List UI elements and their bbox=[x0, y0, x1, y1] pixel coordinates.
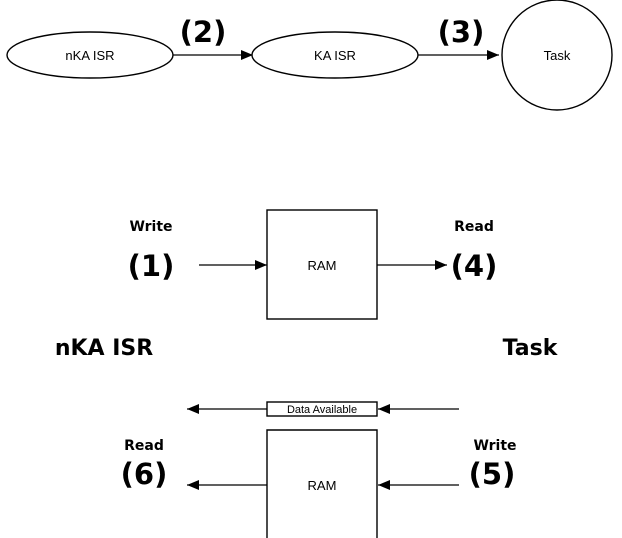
write-label-bottom: Write bbox=[473, 438, 516, 454]
write-label-top: Write bbox=[129, 219, 172, 235]
node-ka-isr-label: KA ISR bbox=[314, 48, 356, 63]
step5-label: (5) bbox=[469, 457, 516, 491]
step4-label: (4) bbox=[451, 249, 498, 283]
step6-label: (6) bbox=[121, 457, 168, 491]
node-nka-isr-label: nKA ISR bbox=[65, 48, 114, 63]
data-available-flag: Data Available bbox=[266, 401, 378, 417]
ram-label-bottom: RAM bbox=[308, 478, 337, 493]
ram-block-top: RAM bbox=[266, 209, 378, 320]
data-available-label: Data Available bbox=[287, 404, 357, 416]
node-nka-isr: nKA ISR bbox=[6, 31, 174, 79]
edge-label-step2: (2) bbox=[180, 15, 227, 49]
edge-label-step3: (3) bbox=[438, 15, 485, 49]
actor-nka-isr: nKA ISR bbox=[55, 336, 153, 361]
node-ka-isr: KA ISR bbox=[251, 31, 419, 79]
read-label-bottom: Read bbox=[124, 438, 164, 454]
read-label-top: Read bbox=[454, 219, 494, 235]
step1-label: (1) bbox=[128, 249, 175, 283]
ram-label-top: RAM bbox=[308, 258, 337, 273]
node-task-label: Task bbox=[544, 48, 571, 63]
ram-block-bottom: RAM bbox=[266, 429, 378, 538]
actor-task: Task bbox=[503, 336, 559, 361]
node-task: Task bbox=[501, 0, 613, 111]
